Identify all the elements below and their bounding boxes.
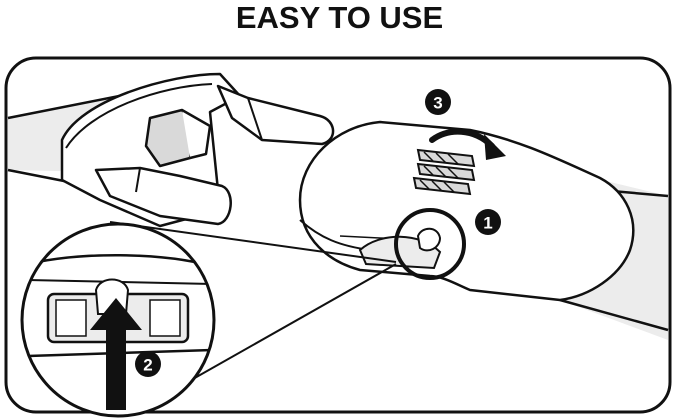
button-highlight-circle: [394, 208, 466, 280]
step-badge-2: 2: [135, 351, 161, 377]
step-badge-2-label: 2: [143, 356, 152, 375]
rotate-arrow: [429, 128, 506, 160]
step-badge-3-label: 3: [433, 94, 442, 113]
combination-dials: [412, 148, 476, 196]
step-badge-1-label: 1: [483, 214, 492, 233]
lock-body: [298, 120, 635, 302]
zoom-inset: [20, 222, 216, 418]
step-badge-3: 3: [425, 89, 451, 115]
step-badge-1: 1: [475, 209, 501, 235]
page-heading: EASY TO USE: [235, 0, 444, 35]
male-buckle: [60, 72, 335, 228]
